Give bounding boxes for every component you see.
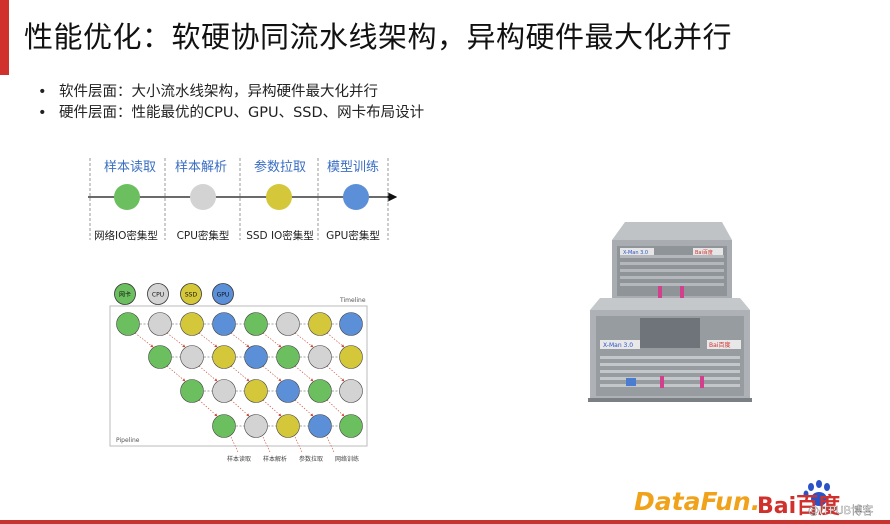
pipeline-diagonal-arrow	[134, 332, 154, 348]
pipeline-circle	[212, 379, 236, 403]
stage-circle	[266, 184, 292, 210]
server-top-label: X-Man 3.0	[623, 250, 648, 256]
footer-line	[0, 520, 890, 524]
stage-circle	[114, 184, 140, 210]
pipeline-circle	[339, 414, 363, 438]
pipeline-diagonal-arrow	[198, 399, 218, 417]
pipeline-circle	[244, 345, 268, 369]
pipeline-diagonal-arrow	[326, 399, 345, 417]
legend-swatch	[180, 283, 202, 305]
stage-title-pull: 参数拉取	[253, 160, 306, 175]
pipeline-diagonal-arrow	[262, 365, 282, 382]
stage-type-network: 网络IO密集型	[94, 230, 158, 242]
legend-label: 网卡	[119, 291, 131, 299]
pipeline-bottom-label-parse: 样本解析	[262, 456, 287, 463]
server-image: X-Man 3.0 Bai百度 X-Man 3.0 Bai百度	[588, 222, 752, 402]
bullet-list: 软件层面：大小流水线架构，异构硬件最大化并行 硬件层面：性能最优的CPU、GPU…	[38, 82, 424, 124]
stage-type-gpu: GPU密集型	[326, 230, 380, 242]
pipeline-diagonal-arrow	[230, 332, 250, 348]
pipeline-circle	[308, 312, 332, 336]
stage-title-parse: 样本解析	[174, 160, 227, 175]
pipeline-circle	[180, 312, 204, 336]
pipeline-circle	[244, 414, 268, 438]
pipeline-circle	[180, 379, 204, 403]
server-top-brand: Bai百度	[695, 249, 713, 256]
pipeline-drop-arrow	[326, 436, 335, 453]
pipeline-diagonal-arrow	[198, 332, 218, 348]
legend-swatch	[212, 283, 234, 305]
legend-swatch	[114, 283, 136, 305]
pipeline-circle	[308, 345, 332, 369]
pipeline-diagonal-arrow	[230, 399, 250, 417]
pipeline-circle	[244, 379, 268, 403]
pipeline-diagonal-arrow	[198, 365, 218, 382]
pipeline-diagonal-arrow	[262, 399, 282, 417]
baidu-paw-icon	[803, 480, 830, 506]
pipeline-bottom-label-train: 网络训练	[334, 456, 359, 463]
pipeline-circle	[116, 312, 140, 336]
server-bottom-label: X-Man 3.0	[603, 342, 633, 349]
timeline-label: Timeline	[339, 297, 366, 304]
pipeline-circle	[148, 345, 172, 369]
pipeline-bottom-label-read: 样本读取	[226, 456, 251, 463]
baidu-logo: Bai百度	[757, 493, 841, 519]
pipeline-circle	[276, 414, 300, 438]
stage-circle	[343, 184, 369, 210]
pipeline-drop-arrow	[294, 436, 303, 453]
pipeline-bottom-label-pull: 参数拉取	[298, 456, 323, 463]
pipeline-circle	[339, 345, 363, 369]
stage-type-cpu: CPU密集型	[176, 230, 230, 242]
pipeline-circle	[308, 414, 332, 438]
pipeline-diagonal-arrow	[294, 332, 314, 348]
pipeline-diagonal-arrow	[166, 365, 186, 382]
bullet-hardware: 硬件层面：性能最优的CPU、GPU、SSD、网卡布局设计	[38, 103, 424, 124]
pipeline-diagonal-arrow	[262, 332, 282, 348]
stage-title-train: 模型训练	[326, 160, 379, 175]
stage-type-ssd: SSD IO密集型	[246, 230, 314, 242]
legend-label: GPU	[217, 292, 230, 299]
pipeline-diagonal-arrow	[326, 365, 345, 382]
pipeline-circle	[244, 312, 268, 336]
pipeline-circle	[339, 312, 363, 336]
pipeline-circle	[339, 379, 363, 403]
pipeline-circle	[276, 345, 300, 369]
title-accent-bar	[0, 0, 9, 75]
pipeline-box	[109, 305, 368, 447]
pipeline-circle	[276, 312, 300, 336]
watermark: @ITPUB博客	[808, 503, 873, 517]
legend-label: SSD	[185, 292, 198, 299]
datafun-logo: DataFun.	[634, 487, 760, 516]
legend-label: CPU	[152, 292, 164, 299]
pipeline-circle	[276, 379, 300, 403]
server-bottom-brand: Bai百度	[709, 341, 730, 349]
pipeline-diagonal-arrow	[294, 365, 314, 382]
pipeline-circle	[180, 345, 204, 369]
pipeline-diagonal-arrow	[326, 332, 345, 348]
bullet-software: 软件层面：大小流水线架构，异构硬件最大化并行	[38, 82, 424, 103]
page-title: 性能优化：软硬协同流水线架构，异构硬件最大化并行	[24, 20, 733, 54]
pipeline-label: Pipeline	[116, 437, 140, 444]
pipeline-circle	[148, 312, 172, 336]
legend-swatch	[147, 283, 169, 305]
pipeline-drop-arrow	[262, 436, 271, 453]
pipeline-circle	[212, 345, 236, 369]
pipeline-circle	[212, 414, 236, 438]
pipeline-circle	[212, 312, 236, 336]
pipeline-drop-arrow	[230, 436, 239, 453]
pipeline-diagonal-arrow	[294, 399, 314, 417]
pipeline-circle	[308, 379, 332, 403]
stage-title-read: 样本读取	[103, 160, 156, 175]
pipeline-diagonal-arrow	[166, 332, 186, 348]
pipeline-diagonal-arrow	[230, 365, 250, 382]
stage-circle	[190, 184, 216, 210]
